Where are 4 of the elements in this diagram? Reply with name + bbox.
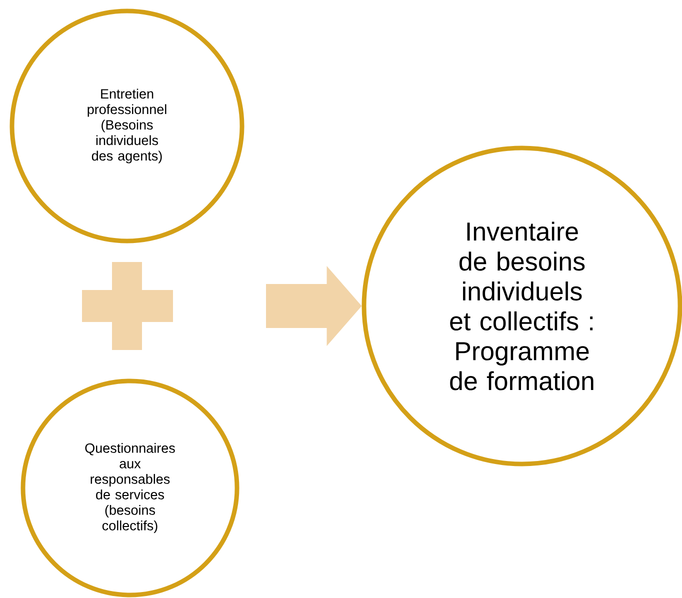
- circle-node: Inventaire de besoins individuels et collectifs : Programme de formation: [362, 146, 682, 466]
- plus-sign: [82, 262, 173, 350]
- circle-node: Entretien professionnel (Besoins individuels des agents): [10, 8, 244, 244]
- circle-node: Questionnaires aux responsables de services (besoins collectifs): [20, 378, 240, 598]
